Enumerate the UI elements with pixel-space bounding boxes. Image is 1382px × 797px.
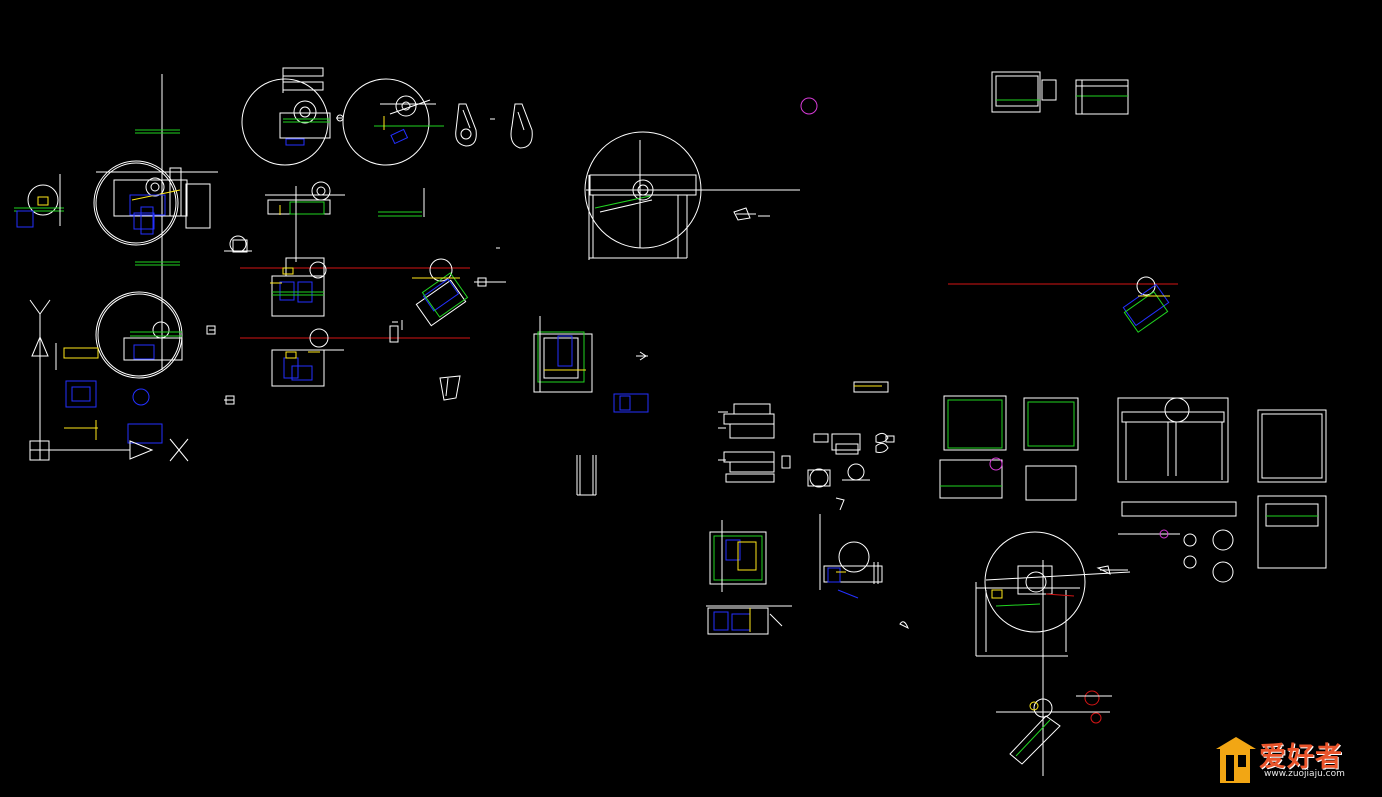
main-saw-lower-right[interactable]	[975, 531, 1131, 776]
feeder-assembly-upper[interactable]	[270, 257, 327, 317]
vertical-bracket-pair[interactable]	[576, 455, 597, 496]
small-saw-unit-lower[interactable]	[819, 514, 883, 599]
small-part-sketches-left[interactable]	[224, 247, 500, 405]
top-right-panels[interactable]	[991, 71, 1129, 115]
main-saw-elevation[interactable]	[584, 131, 800, 260]
watermark-url: www.zuojiaju.com	[1264, 769, 1345, 779]
red-centerline-1	[240, 267, 470, 339]
watermark-brand: 爱好者	[1259, 742, 1343, 773]
detail-parts-group[interactable]	[718, 381, 909, 630]
small-wheel-far-left[interactable]	[14, 174, 64, 228]
green-rail-top[interactable]	[135, 129, 180, 266]
circle-saw-guard-1[interactable]	[241, 67, 344, 166]
frame-section-middle[interactable]	[224, 181, 425, 262]
circle-saw-guard-2[interactable]	[342, 78, 444, 166]
magenta-circle-marker[interactable]	[800, 97, 818, 115]
clamp-profile-2[interactable]	[510, 103, 533, 149]
wood-cabinet-icon	[1216, 737, 1256, 783]
tilted-unit-bottom[interactable]	[996, 690, 1112, 765]
tilted-saw-unit[interactable]	[389, 258, 506, 343]
saw-wheel-assembly-upper-left[interactable]	[93, 74, 218, 288]
tilted-saw-unit-right[interactable]	[1122, 276, 1170, 333]
clamp-profile-1[interactable]	[455, 103, 495, 147]
frame-boxes-right[interactable]	[939, 395, 1327, 583]
saw-wheel-assembly-lower-left[interactable]	[55, 288, 216, 444]
feeder-plan-lower[interactable]	[706, 520, 792, 635]
feeder-assembly-lower[interactable]	[271, 328, 344, 387]
ucs-icon	[29, 299, 189, 462]
table-plan-centre[interactable]	[533, 316, 649, 413]
watermark-logo: 爱好者 www.zuojiaju.com	[1212, 733, 1377, 785]
